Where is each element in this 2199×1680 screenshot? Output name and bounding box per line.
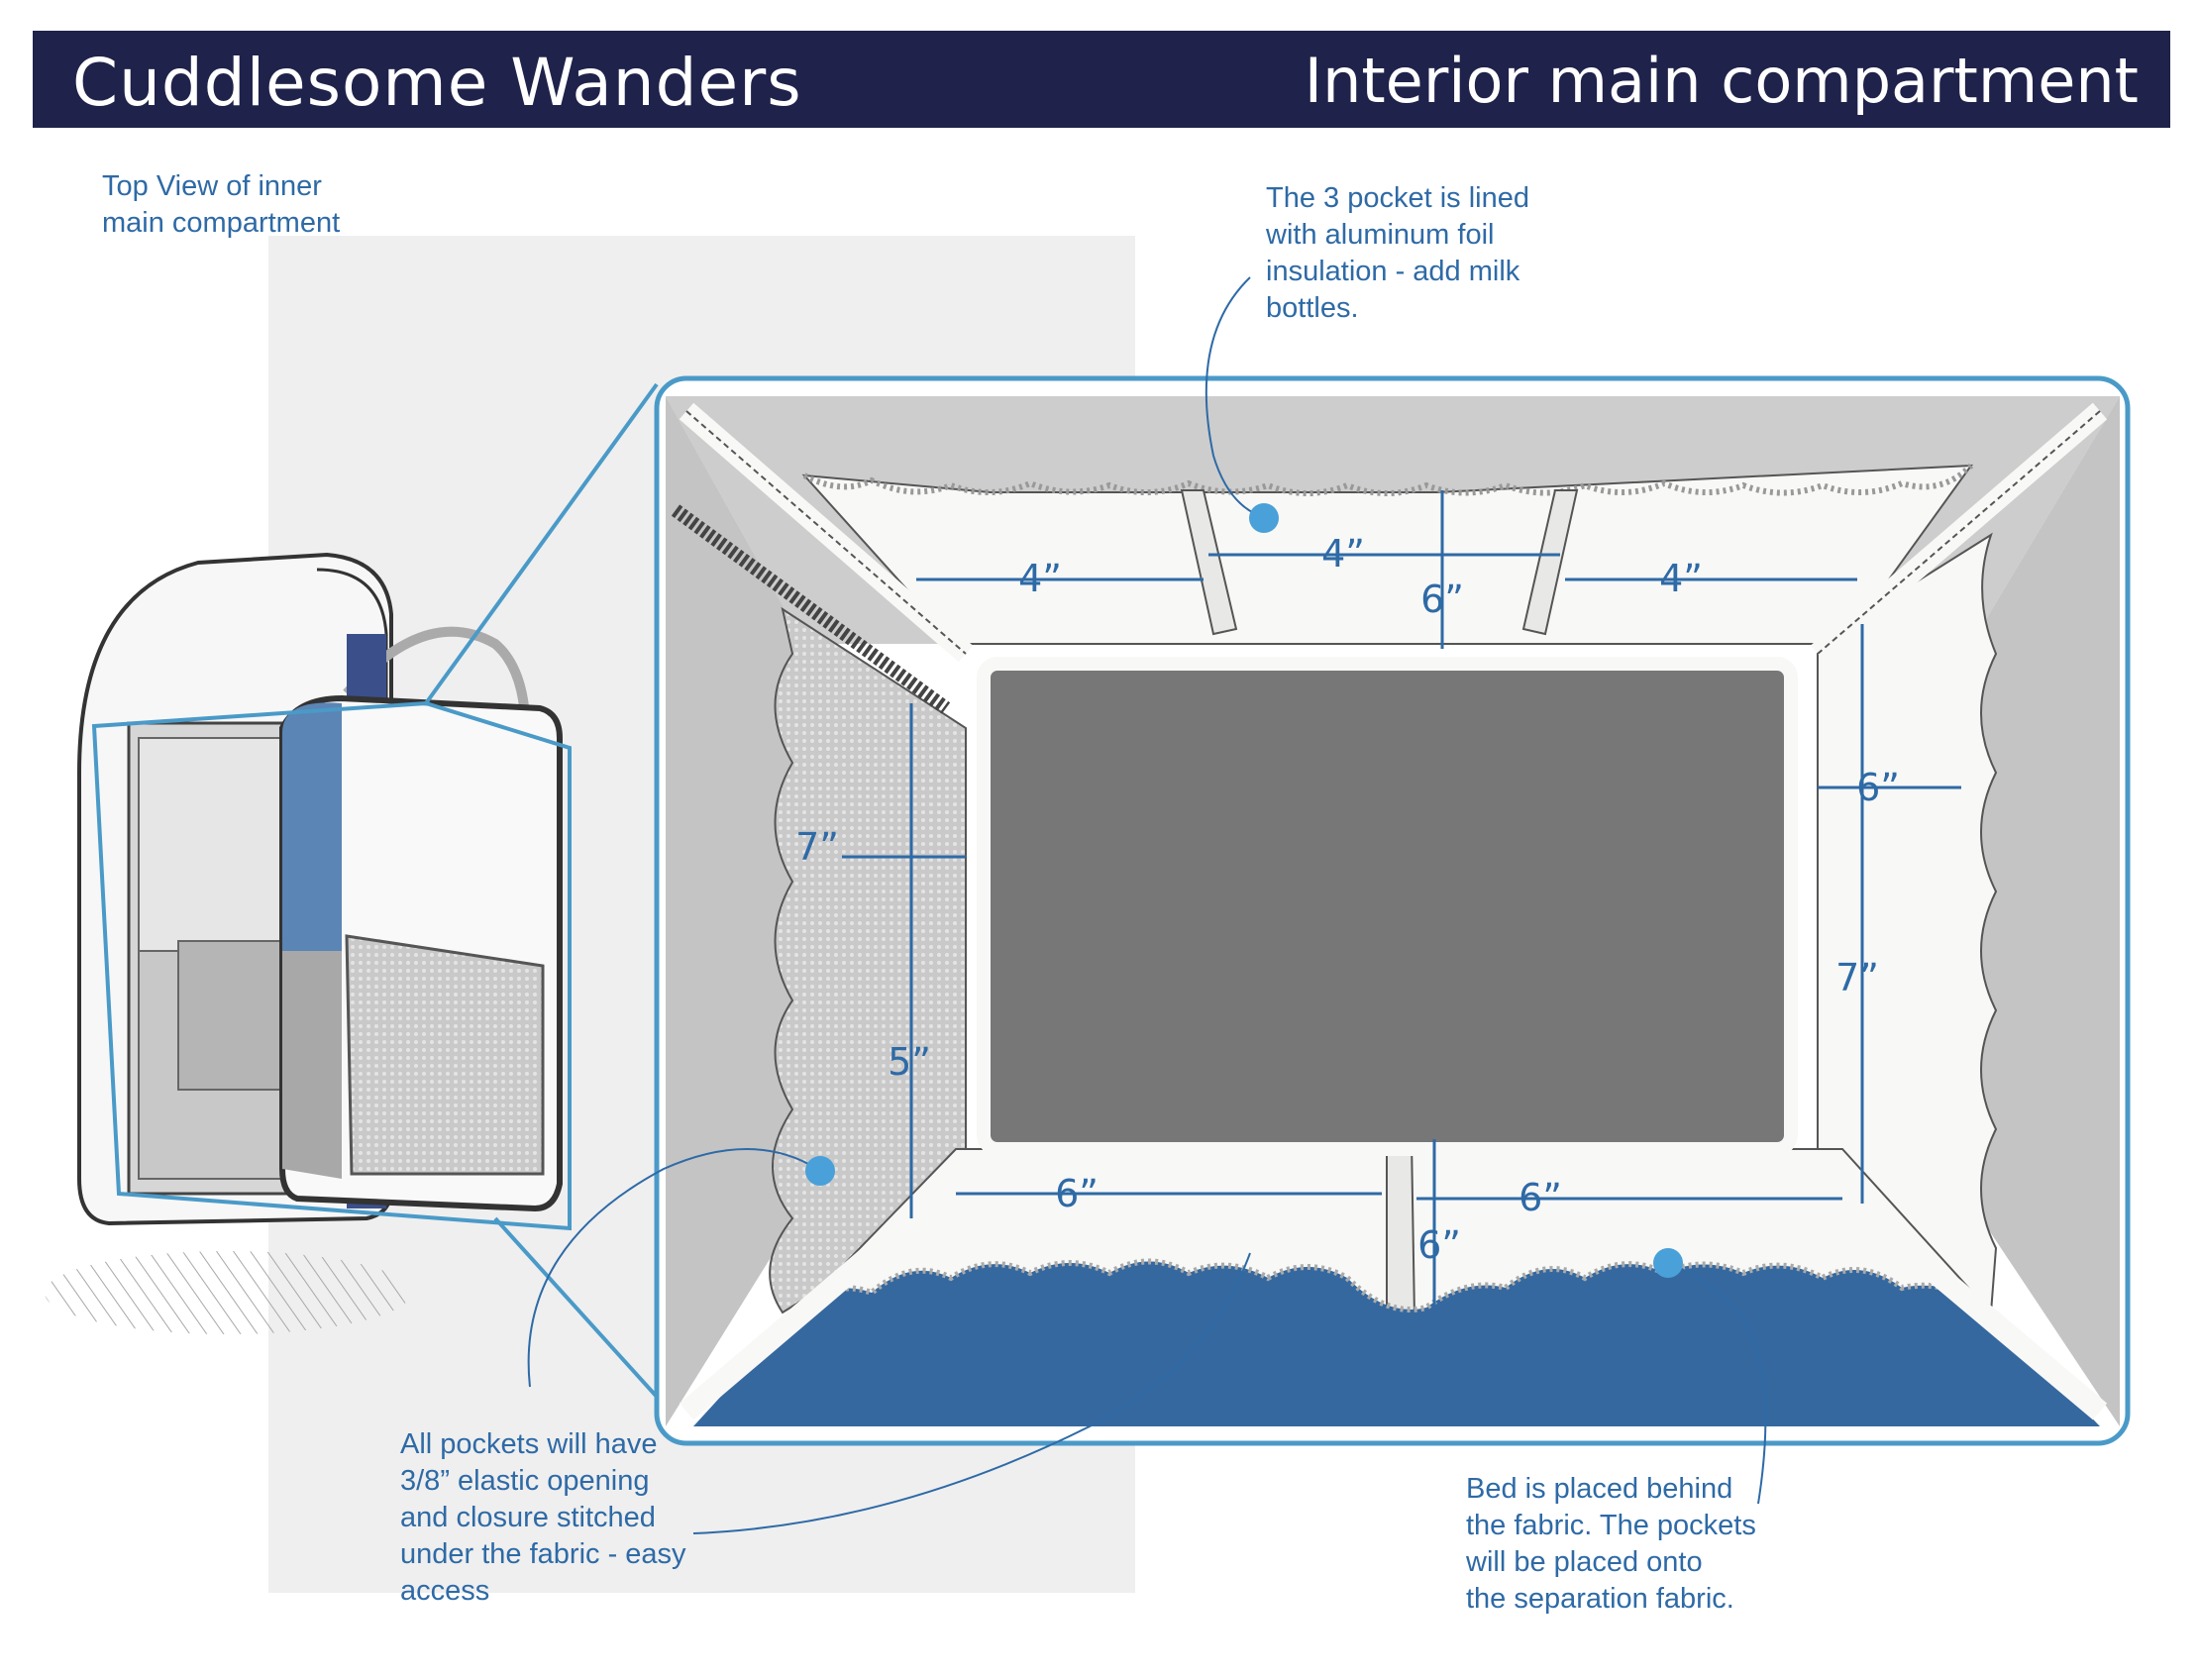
interior-top-view xyxy=(654,375,2131,1446)
floor-panel xyxy=(977,657,1798,1156)
bed xyxy=(693,1261,2100,1426)
dim-bottom-right: 6” xyxy=(1518,1176,1562,1219)
right-wall xyxy=(1971,396,2120,1426)
dim-top-left: 4” xyxy=(1018,557,1062,600)
dim-bottom-left: 6” xyxy=(1055,1172,1099,1215)
note-top-view: Top View of inner main compartment xyxy=(102,170,341,239)
top-pocket-edge xyxy=(802,463,1974,496)
flap-blue-panel xyxy=(282,702,342,951)
note-bed: Bed is placed behind the fabric. The poc… xyxy=(1466,1473,1756,1615)
dim-top-right: 4” xyxy=(1659,557,1703,600)
dimension-arrows xyxy=(842,490,1961,1308)
header-bar: Cuddlesome Wanders Interior main compart… xyxy=(33,31,2170,128)
dim-top-depth: 6” xyxy=(1420,578,1464,621)
top-divider-right xyxy=(1521,489,1579,636)
callout-leaders xyxy=(527,276,1767,1534)
callout-outline xyxy=(91,700,572,1231)
callout-dot-elastic xyxy=(805,1156,835,1186)
dim-right-height: 7” xyxy=(1835,956,1879,999)
dim-left-width: 7” xyxy=(795,825,839,869)
note-elastic-opening: All pockets will have 3/8” elastic openi… xyxy=(400,1428,686,1607)
flap-mesh-pocket xyxy=(345,934,545,1176)
callout-line-top xyxy=(424,382,659,705)
left-mesh-pocket xyxy=(769,606,967,1314)
dim-right-width: 6” xyxy=(1856,766,1900,809)
callout-dot-bed xyxy=(1653,1248,1683,1278)
top-divider-left xyxy=(1180,489,1238,636)
dim-bottom-depth: 6” xyxy=(1417,1223,1461,1267)
callout-line-bottom xyxy=(493,1216,659,1399)
callout-dot-pocket xyxy=(1249,503,1279,533)
dim-left-height: 5” xyxy=(888,1040,931,1084)
left-wall xyxy=(666,396,804,1426)
dim-top-middle: 4” xyxy=(1321,532,1365,576)
zipper xyxy=(671,504,951,714)
section-title: Interior main compartment xyxy=(1304,45,2139,117)
note-pocket-lined: The 3 pocket is lined with aluminum foil… xyxy=(1266,182,1529,324)
bottom-divider xyxy=(1386,1138,1416,1318)
backpack-illustration xyxy=(45,552,572,1334)
ground-shadow xyxy=(45,1251,411,1334)
brand-title: Cuddlesome Wanders xyxy=(72,45,802,121)
